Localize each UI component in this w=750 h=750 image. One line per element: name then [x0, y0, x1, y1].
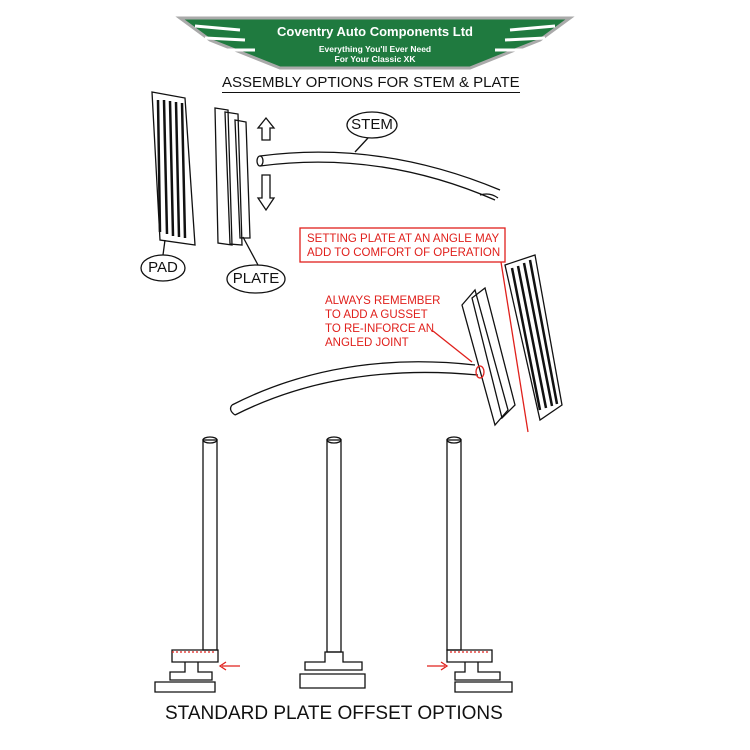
footer-caption: STANDARD PLATE OFFSET OPTIONS [165, 703, 503, 724]
logo-tagline: Everything You'll Ever Need For Your Cla… [0, 44, 750, 64]
offset-option-1 [154, 436, 219, 693]
offset-option-3 [446, 436, 513, 693]
angle-note-line: SETTING PLATE AT AN ANGLE MAY [307, 233, 500, 245]
logo-company-name: Coventry Auto Components Ltd [277, 24, 473, 39]
gusset-note-line: ALWAYS REMEMBER [325, 295, 441, 307]
angle-note: SETTING PLATE AT AN ANGLE MAY ADD TO COM… [307, 232, 500, 260]
logo-tagline-1: Everything You'll Ever Need [318, 44, 432, 54]
logo-tagline-2: For Your Classic XK [334, 54, 416, 64]
up-arrow-icon [256, 116, 276, 141]
plate-drawing [214, 107, 251, 246]
down-arrow-icon [256, 174, 276, 212]
stem-label-bubble [346, 111, 398, 139]
pad-drawing [151, 91, 196, 246]
page-title: ASSEMBLY OPTIONS FOR STEM & PLATE [222, 74, 520, 93]
plate-label-bubble [226, 264, 286, 294]
gusset-note: ALWAYS REMEMBER TO ADD A GUSSET TO RE-IN… [325, 294, 440, 350]
gusset-note-line: ANGLED JOINT [325, 337, 409, 349]
offset-option-2 [299, 436, 366, 689]
angled-pad-drawing [504, 254, 563, 422]
gusset-note-line: TO ADD A GUSSET [325, 309, 428, 321]
stem-label: STEM [351, 116, 393, 133]
logo-badge [175, 16, 575, 70]
stem-drawing [259, 151, 501, 201]
offset-arrow-icon [427, 661, 449, 671]
angle-note-line: ADD TO COMFORT OF OPERATION [307, 247, 501, 259]
angle-note-box [299, 227, 506, 263]
angled-plate-drawing [461, 286, 516, 427]
gusset-note-line: TO RE-INFORCE AN [325, 323, 435, 335]
plate-label: PLATE [232, 270, 280, 287]
angled-stem-drawing [231, 361, 479, 416]
pad-label: PAD [148, 259, 178, 276]
offset-arrow-icon [218, 661, 240, 671]
